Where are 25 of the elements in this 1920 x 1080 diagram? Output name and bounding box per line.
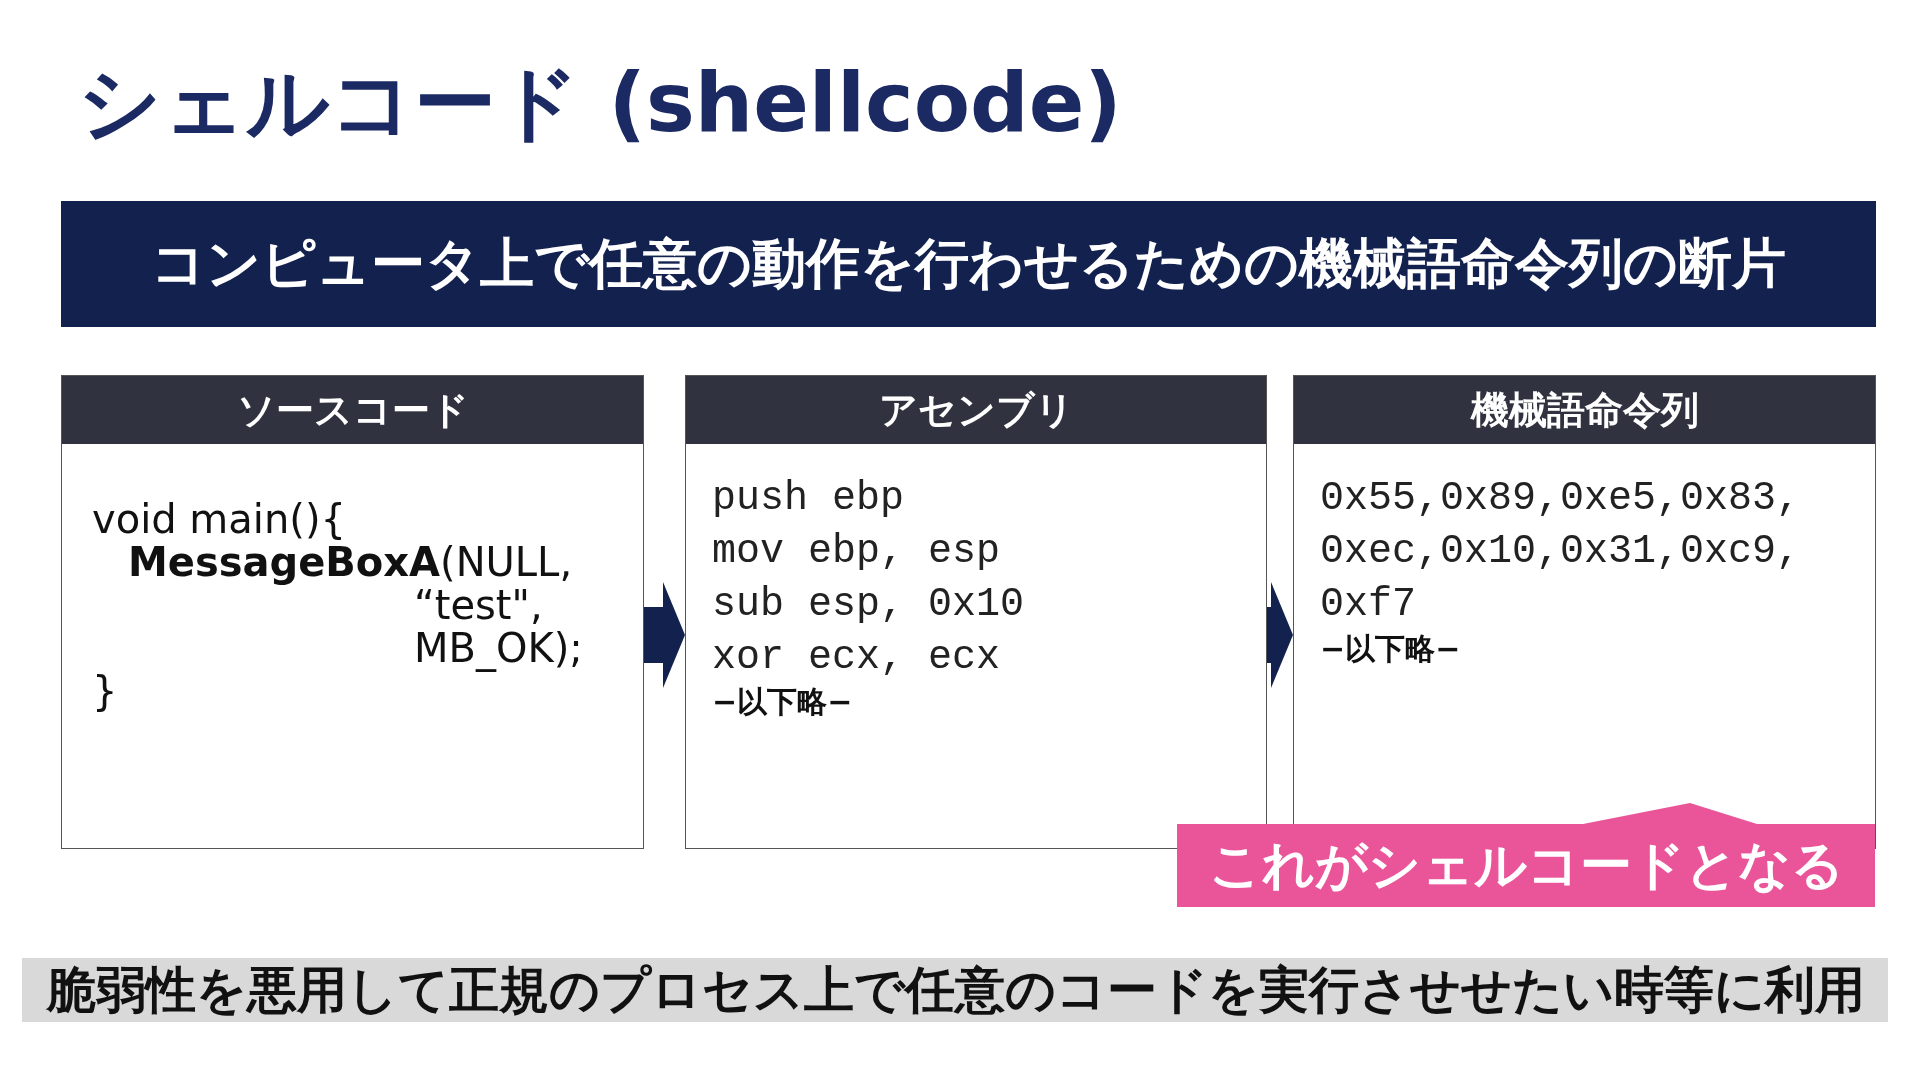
panel-header: ソースコード xyxy=(62,376,643,444)
callout-text: これがシェルコードとなる xyxy=(1207,833,1845,897)
code-line: 0xec,0x10,0x31,0xc9, xyxy=(1320,529,1801,575)
code-line: push ebp xyxy=(712,476,905,522)
code-line: void main(){ xyxy=(92,496,346,542)
slide-title: シェルコード (shellcode) xyxy=(78,54,1122,152)
panel-header: アセンブリ xyxy=(686,376,1266,444)
arrow xyxy=(1267,582,1293,688)
code-line: } xyxy=(92,668,118,714)
code-line: 0xf7 xyxy=(1320,582,1416,628)
omitted-note: −以下略− xyxy=(1320,631,1461,667)
code-line: xor ecx, ecx xyxy=(712,635,1001,681)
code-line: MessageBoxA(NULL, xyxy=(128,539,573,585)
omitted-note: −以下略− xyxy=(712,684,853,720)
panel xyxy=(61,375,644,849)
panel-header: 機械語命令列 xyxy=(1294,376,1875,444)
code-line: “test", xyxy=(414,582,543,628)
code-line: sub esp, 0x10 xyxy=(712,582,1025,628)
code-line: 0x55,0x89,0xe5,0x83, xyxy=(1320,476,1801,522)
banner: コンピュータ上で任意の動作を行わせるための機械語命令列の断片 xyxy=(61,201,1876,327)
callout-tooltip xyxy=(1177,800,1875,907)
code-line: MB_OK); xyxy=(414,625,583,671)
code-line: mov ebp, esp xyxy=(712,529,1001,575)
note-band: 脆弱性を悪用して正規のプロセス上で任意のコードを実行させせたい時等に利用 xyxy=(22,958,1888,1022)
arrow xyxy=(644,582,685,688)
